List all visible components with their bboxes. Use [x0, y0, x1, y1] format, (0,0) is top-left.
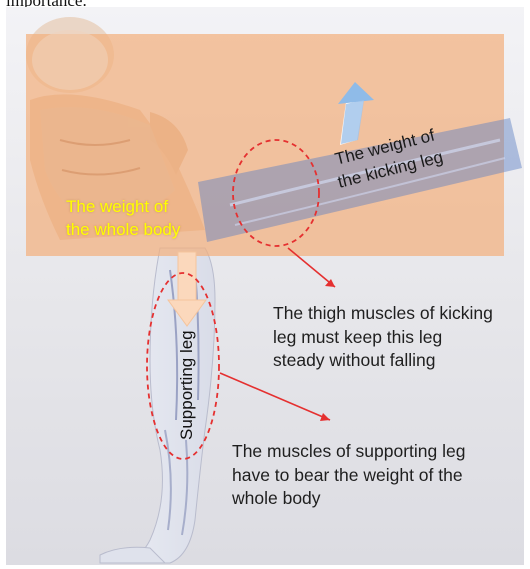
support-note-line-1: The muscles of supporting leg: [232, 440, 465, 464]
thigh-note-line-2: leg must keep this leg: [273, 326, 493, 350]
thigh-note-line-1: The thigh muscles of kicking: [273, 302, 493, 326]
whole-body-weight-label: The weight of the whole body: [66, 196, 180, 242]
support-pointer-arrow: [220, 373, 330, 421]
thigh-note-line-3: steady without falling: [273, 349, 493, 373]
support-note-line-3: whole body: [232, 487, 465, 511]
support-note-line-2: have to bear the weight of the: [232, 464, 465, 488]
whole-body-weight-line-2: the whole body: [66, 219, 180, 242]
supporting-leg-label: Supporting leg: [176, 330, 199, 440]
thigh-muscles-note: The thigh muscles of kicking leg must ke…: [273, 302, 493, 373]
supporting-muscles-note: The muscles of supporting leg have to be…: [232, 440, 465, 511]
whole-body-weight-line-1: The weight of: [66, 196, 180, 219]
